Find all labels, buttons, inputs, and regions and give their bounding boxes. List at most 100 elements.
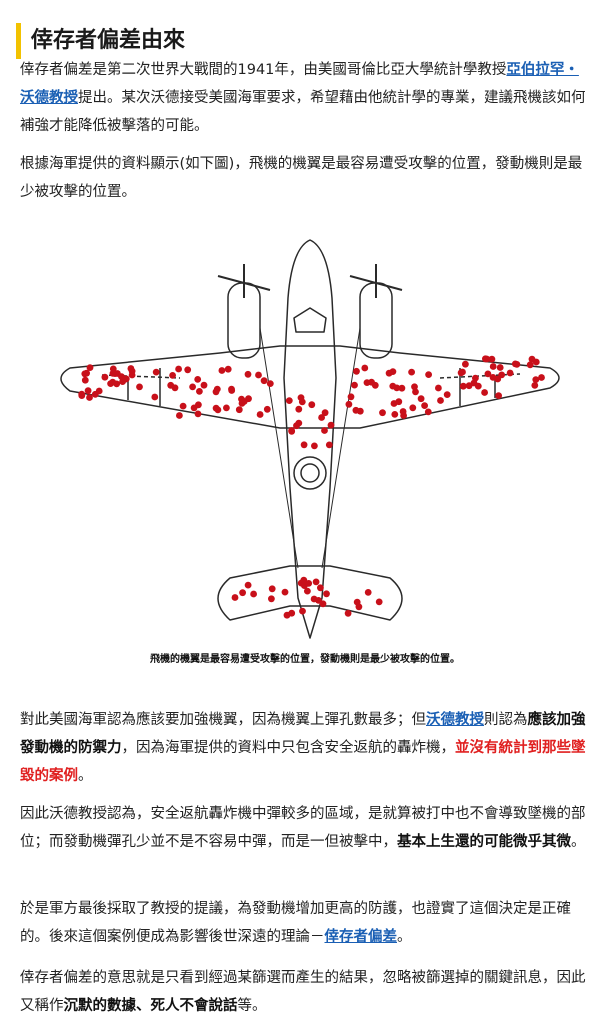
bullet-hole-dot bbox=[86, 364, 94, 371]
bullet-hole-dot bbox=[228, 387, 236, 394]
bullet-hole-dot bbox=[389, 382, 397, 390]
bullet-hole-dot bbox=[323, 590, 330, 598]
bullet-hole-dot bbox=[361, 364, 369, 372]
bullet-hole-dot bbox=[353, 598, 361, 606]
bullet-hole-dot bbox=[506, 369, 514, 377]
p5-text-1: 於是軍方最後採取了教授的提議，為發動機增加更高的防護，也證實了這個決定是正確的。… bbox=[20, 901, 571, 945]
bullet-hole-dot bbox=[424, 408, 432, 416]
bullet-hole-dot bbox=[167, 381, 175, 389]
bullet-hole-dot bbox=[78, 392, 86, 399]
bullet-hole-dot bbox=[395, 398, 403, 406]
bullet-hole-dot bbox=[400, 412, 407, 419]
bullet-hole-dot bbox=[189, 383, 197, 391]
bullet-hole-dot bbox=[532, 376, 540, 383]
bullet-hole-dot bbox=[239, 589, 247, 597]
bullet-hole-dot bbox=[489, 363, 497, 370]
bullet-hole-dot bbox=[256, 411, 264, 418]
bullet-hole-dot bbox=[321, 427, 328, 434]
link-wald[interactable]: 沃德教授 bbox=[426, 712, 484, 728]
bullet-hole-dot bbox=[379, 409, 386, 417]
bullet-hole-dot bbox=[474, 382, 482, 390]
bullet-hole-dot bbox=[224, 365, 232, 373]
bullet-hole-dots bbox=[78, 355, 545, 619]
link-wald-fullname[interactable]: 亞伯拉罕・沃德教授 bbox=[20, 62, 579, 106]
bullet-hole-dot bbox=[223, 404, 230, 412]
bullet-hole-dot bbox=[325, 441, 333, 449]
bullet-hole-dot bbox=[266, 380, 274, 387]
bullet-hole-dot bbox=[244, 370, 252, 378]
conclusion-paragraph: 於是軍方最後採取了教授的提議，為發動機增加更高的防護，也證實了這個決定是正確的。… bbox=[20, 895, 590, 951]
bullet-hole-dot bbox=[465, 382, 473, 390]
bullet-hole-dot bbox=[321, 409, 329, 417]
bullet-hole-dot bbox=[538, 374, 545, 381]
bullet-hole-dot bbox=[435, 384, 442, 392]
bullet-hole-dot bbox=[213, 385, 221, 393]
bullet-hole-dot bbox=[317, 584, 324, 592]
navy-vs-wald-paragraph: 對此美國海軍認為應該要加強機翼，因為機翼上彈孔數最多；但沃德教授則認為應該加強發… bbox=[20, 706, 590, 790]
bullet-hole-dot bbox=[260, 377, 268, 385]
bullet-hole-dot bbox=[318, 414, 325, 421]
bullet-hole-dot bbox=[327, 421, 335, 429]
bullet-hole-dot bbox=[488, 355, 496, 363]
bullet-hole-dot bbox=[421, 402, 428, 409]
bullet-hole-dot bbox=[391, 411, 399, 418]
bullet-hole-dot bbox=[312, 578, 320, 586]
bullet-hole-dot bbox=[91, 390, 99, 398]
bullet-hole-dot bbox=[196, 388, 203, 395]
bullet-hole-dot bbox=[425, 371, 432, 378]
p6-text-1: 倖存者偏差的意思就是只看到經過某篩選而產生的結果，忽略被篩選掉的關鍵訊息，因此又… bbox=[20, 970, 586, 1014]
bullet-hole-dot bbox=[176, 412, 183, 419]
bullet-hole-dot bbox=[351, 381, 358, 389]
bullet-hole-dot bbox=[244, 581, 252, 589]
bullet-hole-dot bbox=[107, 380, 114, 387]
bullet-hole-dot bbox=[169, 372, 177, 379]
link-survivorship-bias[interactable]: 倖存者偏差 bbox=[324, 929, 398, 945]
bullet-hole-dot bbox=[528, 355, 536, 363]
bullet-hole-dot bbox=[86, 394, 93, 401]
bullet-hole-dot bbox=[513, 361, 521, 368]
bullet-hole-dot bbox=[308, 401, 316, 409]
bullet-hole-dot bbox=[288, 427, 295, 434]
intro-text-1: 倖存者偏差是第二次世界大戰間的1941年，由美國哥倫比亞大學統計學教授 bbox=[20, 62, 507, 78]
bullet-hole-dot bbox=[364, 589, 372, 596]
bullet-hole-dot bbox=[356, 407, 364, 415]
bullet-hole-dot bbox=[347, 393, 355, 401]
bullet-hole-dot bbox=[496, 364, 504, 371]
bullet-hole-dot bbox=[184, 366, 192, 374]
bullet-hole-dot bbox=[483, 355, 491, 363]
bullet-hole-dot bbox=[194, 410, 202, 418]
bullet-hole-dot bbox=[295, 419, 303, 427]
bullet-hole-dot bbox=[526, 361, 534, 369]
bullet-hole-dot bbox=[300, 576, 308, 584]
bullet-hole-dot bbox=[319, 600, 327, 608]
data-paragraph: 根據海軍提供的資料顯示(如下圖)，飛機的機翼是最容易遭受攻擊的位置，發動機則是最… bbox=[20, 156, 583, 200]
bullet-hole-dot bbox=[83, 369, 90, 377]
bullet-hole-dot bbox=[412, 388, 419, 396]
bullet-hole-dot bbox=[304, 587, 311, 595]
propellers bbox=[217, 264, 403, 298]
bullet-hole-dot bbox=[190, 404, 198, 412]
bullet-hole-dot bbox=[152, 368, 160, 376]
p3-bold-engine: 應該加強發動機的防禦力 bbox=[20, 712, 586, 756]
intro-paragraph: 倖存者偏差是第二次世界大戰間的1941年，由美國哥倫比亞大學統計學教授亞伯拉罕・… bbox=[20, 56, 590, 140]
bullet-hole-dot bbox=[310, 595, 318, 603]
plane-outline bbox=[60, 239, 560, 639]
bullet-hole-dot bbox=[494, 375, 502, 383]
bullet-hole-dot bbox=[101, 373, 109, 381]
bullet-hole-dot bbox=[371, 381, 379, 389]
bullet-hole-dot bbox=[297, 394, 305, 401]
bullet-hole-dot bbox=[408, 368, 415, 376]
bullet-hole-dot bbox=[481, 389, 488, 396]
bullet-hole-dot bbox=[299, 607, 306, 615]
bullet-hole-dot bbox=[344, 609, 352, 617]
bullet-hole-dot bbox=[389, 368, 397, 375]
bullet-hole-dot bbox=[250, 590, 257, 598]
wald-reasoning-paragraph: 因此沃德教授認為，安全返航轟炸機中彈較多的區域，是就算被打中也不會導致墜機的部位… bbox=[20, 800, 590, 856]
bullet-hole-dot bbox=[285, 397, 293, 404]
bullet-hole-dot bbox=[151, 393, 159, 401]
p6-bold-aliases: 沉默的數據、死人不會說話 bbox=[63, 998, 238, 1014]
p3-text-4: 。 bbox=[78, 768, 93, 784]
bullet-hole-dot bbox=[443, 391, 451, 398]
p6-text-2: 等。 bbox=[237, 998, 267, 1014]
